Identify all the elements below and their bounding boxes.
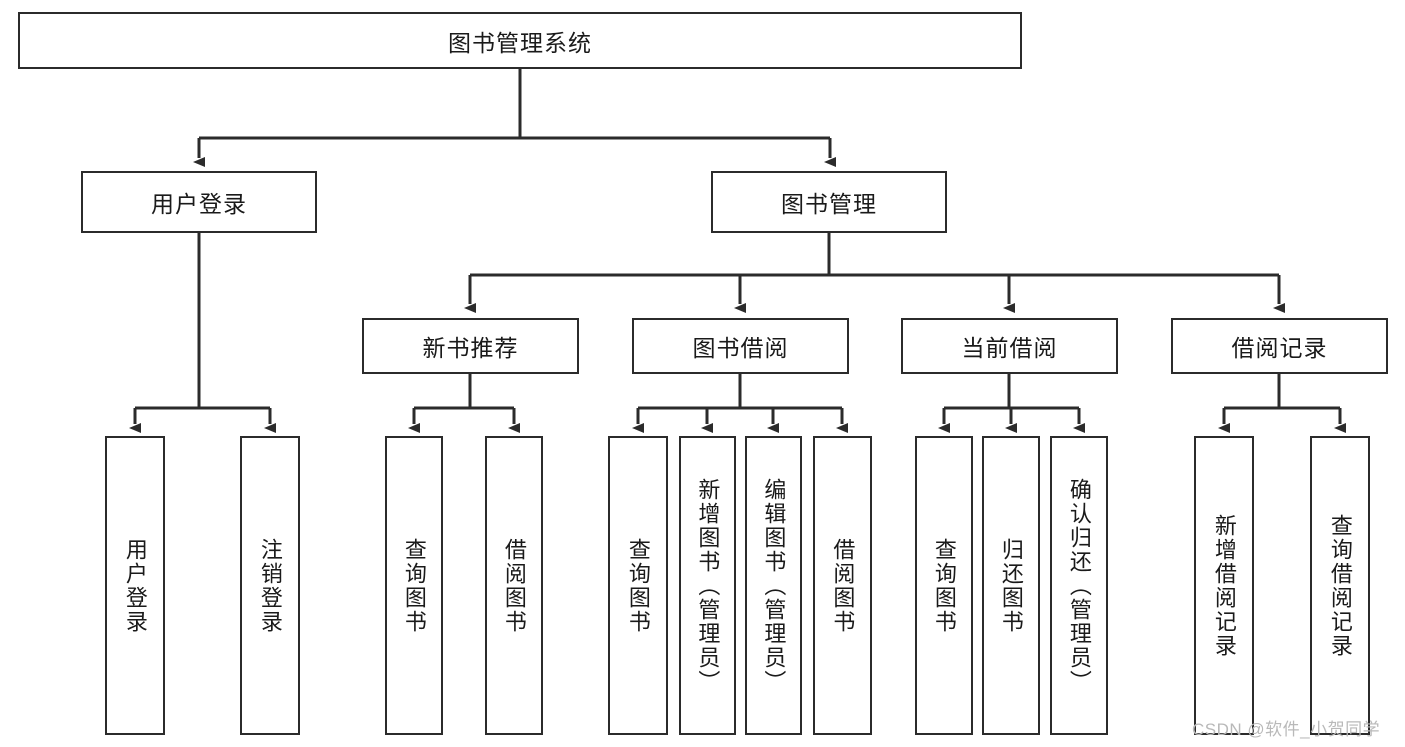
node-leaf-edit-book[interactable]: 编辑图书（管理员） (745, 436, 802, 735)
node-leaf-query-book-1-label: 查询图书 (401, 537, 427, 634)
node-user-login[interactable]: 用户登录 (81, 171, 317, 233)
node-leaf-return-book[interactable]: 归还图书 (982, 436, 1040, 735)
node-user-login-label: 用户登录 (151, 191, 247, 217)
node-leaf-add-record-label: 新增借阅记录 (1211, 513, 1237, 658)
node-book-borrow[interactable]: 图书借阅 (632, 318, 849, 374)
node-leaf-edit-book-label: 编辑图书（管理员） (761, 477, 787, 694)
node-leaf-query-book-3-label: 查询图书 (931, 537, 957, 634)
node-leaf-logout-label: 注销登录 (257, 537, 283, 634)
node-leaf-add-book-label: 新增图书（管理员） (695, 477, 721, 694)
node-leaf-query-book-2-label: 查询图书 (625, 537, 651, 634)
node-leaf-add-record[interactable]: 新增借阅记录 (1194, 436, 1254, 735)
node-root-label: 图书管理系统 (448, 29, 592, 56)
node-leaf-add-book[interactable]: 新增图书（管理员） (679, 436, 736, 735)
node-leaf-user-login[interactable]: 用户登录 (105, 436, 165, 735)
node-leaf-borrow-book-1[interactable]: 借阅图书 (485, 436, 543, 735)
node-leaf-borrow-book-1-label: 借阅图书 (501, 537, 527, 634)
node-leaf-query-book-3[interactable]: 查询图书 (915, 436, 973, 735)
node-book-borrow-label: 图书借阅 (692, 335, 789, 361)
node-current-borrow[interactable]: 当前借阅 (901, 318, 1118, 374)
node-new-book-recommend-label: 新书推荐 (422, 335, 519, 361)
node-leaf-query-record-label: 查询借阅记录 (1327, 513, 1353, 658)
node-root[interactable]: 图书管理系统 (18, 12, 1022, 69)
node-leaf-user-login-label: 用户登录 (122, 537, 148, 634)
node-borrow-record-label: 借阅记录 (1231, 335, 1328, 361)
node-book-manage-label: 图书管理 (781, 191, 877, 217)
node-leaf-query-book-2[interactable]: 查询图书 (608, 436, 668, 735)
node-leaf-query-book-1[interactable]: 查询图书 (385, 436, 443, 735)
node-new-book-recommend[interactable]: 新书推荐 (362, 318, 579, 374)
csdn-watermark: CSDN @软件_小贺同学 (1192, 720, 1381, 739)
node-leaf-return-book-label: 归还图书 (998, 537, 1024, 634)
node-leaf-confirm-return-label: 确认归还（管理员） (1066, 477, 1092, 694)
node-book-manage[interactable]: 图书管理 (711, 171, 947, 233)
node-leaf-query-record[interactable]: 查询借阅记录 (1310, 436, 1370, 735)
node-leaf-confirm-return[interactable]: 确认归还（管理员） (1050, 436, 1108, 735)
node-leaf-logout[interactable]: 注销登录 (240, 436, 300, 735)
node-leaf-borrow-book-2[interactable]: 借阅图书 (813, 436, 872, 735)
node-current-borrow-label: 当前借阅 (961, 335, 1058, 361)
node-borrow-record[interactable]: 借阅记录 (1171, 318, 1388, 374)
node-leaf-borrow-book-2-label: 借阅图书 (830, 537, 856, 634)
